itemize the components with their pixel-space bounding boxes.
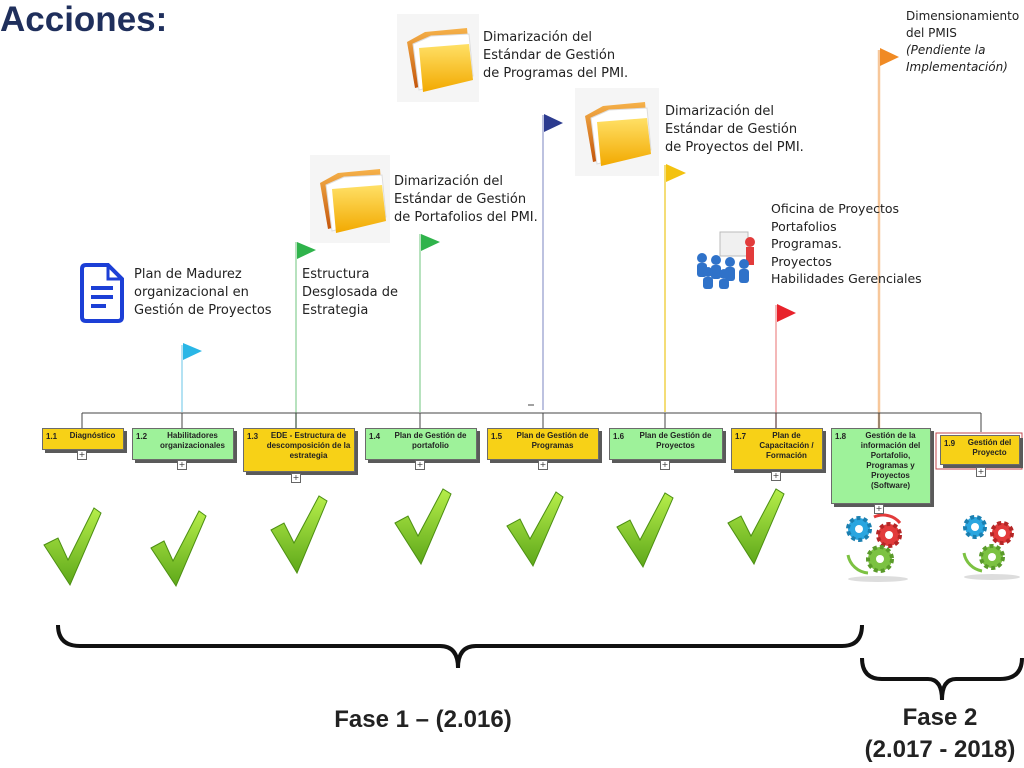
folder-icon — [575, 88, 659, 176]
label-oficina: Oficina de Proyectos Portafolios Program… — [771, 200, 922, 288]
phase2-years: (2.017 - 2018) — [864, 736, 1016, 763]
check-icon — [727, 488, 785, 566]
expand-button[interactable]: + — [415, 460, 425, 470]
label-line: Estándar de Gestión — [394, 192, 527, 207]
box-label: Plan de Gestión de Programas — [516, 431, 589, 450]
phase1-label: Fase 1 – (2.016) — [334, 706, 512, 733]
label-line: (Pendiente la — [906, 43, 986, 57]
label-line: Habilidades Gerenciales — [771, 271, 922, 286]
folder-icon — [310, 155, 390, 243]
wbs-box-habilitadores[interactable]: 1.2 Habilitadores organizacionales — [132, 428, 234, 460]
expand-button[interactable]: + — [291, 473, 301, 483]
folder-icon — [397, 14, 479, 102]
box-number: 1.9 — [944, 439, 956, 448]
training-icon — [697, 231, 755, 289]
label-line: del PMIS — [906, 26, 957, 40]
label-line: Implementación) — [906, 60, 1008, 74]
box-number: 1.4 — [369, 432, 381, 441]
expand-button[interactable]: + — [77, 450, 87, 460]
label-line: de Proyectos del PMI. — [665, 140, 804, 155]
check-icon — [270, 495, 328, 575]
wbs-box-diagnostico[interactable]: 1.1 Diagnóstico — [42, 428, 124, 450]
wbs-box-programas[interactable]: 1.5 Plan de Gestión de Programas — [487, 428, 599, 460]
expand-button[interactable]: + — [874, 504, 884, 514]
box-number: 1.6 — [613, 432, 625, 441]
box-label: Gestión de la información del Portafolio… — [860, 431, 921, 490]
flag-yellow — [666, 164, 686, 182]
check-icon — [506, 491, 564, 568]
check-icon — [616, 492, 674, 569]
label-line: Desglosada de — [302, 285, 398, 300]
phase2-title: Fase 2 — [902, 704, 978, 731]
wbs-box-ede[interactable]: 1.3 EDE - Estructura de descomposición d… — [243, 428, 355, 472]
label-line: Dimarización del — [483, 30, 592, 45]
label-plan-madurez: Plan de Madurez organizacional en Gestió… — [134, 266, 272, 320]
gears-icon — [962, 515, 1020, 580]
phase2-brace — [860, 657, 1024, 701]
check-marks — [43, 488, 785, 588]
label-line: organizacional en — [134, 285, 249, 300]
expand-button[interactable]: + — [538, 460, 548, 470]
wbs-box-portafolio[interactable]: 1.4 Plan de Gestión de portafolio — [365, 428, 477, 460]
label-line: de Portafolios del PMI. — [394, 210, 538, 225]
org-connectors — [81, 404, 982, 432]
check-icon — [150, 510, 207, 588]
label-line: Estándar de Gestión — [665, 122, 798, 137]
box-label: Plan de Gestión de Proyectos — [639, 431, 712, 450]
label-line: Gestión de Proyectos — [134, 303, 272, 318]
flag-navy — [544, 114, 563, 132]
flag-orange — [880, 48, 899, 66]
label-line: Estructura — [302, 267, 370, 282]
document-icon — [80, 263, 124, 323]
box-number: 1.8 — [835, 432, 847, 441]
label-proyectos: Dimarización del Estándar de Gestión de … — [665, 103, 804, 157]
gears-icon — [846, 513, 908, 582]
label-line: Oficina de Proyectos — [771, 201, 900, 216]
flag-green-2 — [421, 234, 440, 251]
flag-red — [777, 304, 796, 322]
wbs-box-software[interactable]: 1.8 Gestión de la información del Portaf… — [831, 428, 931, 504]
label-line: Proyectos — [771, 253, 832, 269]
label-line: Estrategia — [302, 303, 369, 318]
box-label: Plan de Capacitación / Formación — [759, 431, 814, 460]
box-label: Gestión del Proyecto — [967, 438, 1012, 457]
label-line: de Programas del PMI. — [483, 66, 629, 81]
expand-button[interactable]: + — [660, 460, 670, 470]
label-line: Dimensionamiento — [906, 9, 1020, 23]
label-line: Programas. — [771, 236, 842, 251]
phase2-label: Fase 2 (2.017 - 2018) — [856, 702, 1024, 766]
label-dimensionamiento: Dimensionamiento del PMIS (Pendiente la … — [906, 8, 1019, 76]
box-label: Diagnóstico — [69, 431, 116, 440]
wbs-box-proyectos[interactable]: 1.6 Plan de Gestión de Proyectos — [609, 428, 723, 460]
expand-button[interactable]: + — [771, 471, 781, 481]
label-estructura: Estructura Desglosada de Estrategia — [302, 266, 398, 320]
label-line: Portafolios — [771, 218, 837, 234]
page-title: Acciones: — [0, 0, 168, 39]
expand-button[interactable]: + — [976, 467, 986, 477]
box-number: 1.2 — [136, 432, 148, 441]
label-line: Plan de Madurez — [134, 267, 242, 282]
label-line: Dimarización del — [665, 104, 774, 119]
wbs-box-gestion-proyecto[interactable]: 1.9 Gestión del Proyecto — [940, 435, 1020, 465]
phase1-brace — [56, 624, 864, 669]
check-icon — [43, 507, 102, 587]
box-number: 1.7 — [735, 432, 747, 441]
label-programas: Dimarización del Estándar de Gestión de … — [483, 29, 628, 83]
flag-poles — [181, 50, 881, 430]
label-line: Estándar de Gestión — [483, 48, 616, 63]
label-line: Dimarización del — [394, 174, 503, 189]
flag-cyan — [183, 343, 202, 360]
wbs-box-capacitacion[interactable]: 1.7 Plan de Capacitación / Formación — [731, 428, 823, 470]
flag-green — [297, 242, 316, 259]
box-number: 1.1 — [46, 432, 58, 441]
expand-button[interactable]: + — [177, 460, 187, 470]
box-number: 1.5 — [491, 432, 503, 441]
box-label: EDE - Estructura de descomposición de la… — [266, 431, 351, 460]
box-label: Plan de Gestión de portafolio — [394, 431, 467, 450]
box-label: Habilitadores organizacionales — [160, 431, 225, 450]
box-number: 1.3 — [247, 432, 259, 441]
label-portafolios: Dimarización del Estándar de Gestión de … — [394, 173, 538, 227]
check-icon — [394, 488, 452, 566]
